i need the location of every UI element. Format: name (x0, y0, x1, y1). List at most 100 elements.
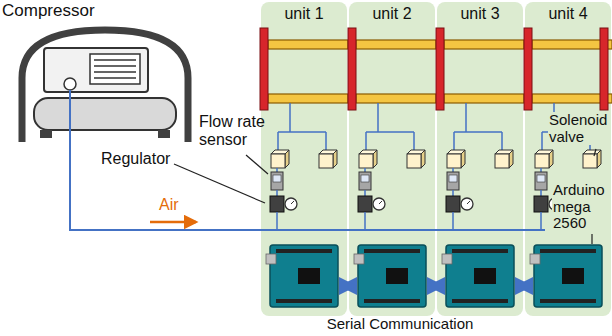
air-tube (540, 190, 542, 196)
solenoid-valve (535, 154, 549, 168)
regulator-body (358, 196, 372, 212)
leader-line (174, 164, 265, 203)
actuator-frame (524, 28, 532, 110)
actuator-tube (268, 94, 348, 103)
part-label: Flow rate sensor (198, 113, 274, 148)
actuator-frame (260, 28, 268, 110)
air-tube (452, 190, 454, 196)
part-label: Arduino mega 2560 (552, 182, 610, 232)
air-tube (276, 168, 278, 172)
arduino-header (452, 299, 508, 303)
solenoid-valve (373, 150, 377, 168)
arduino-chip (474, 268, 496, 284)
air-tube (452, 212, 454, 230)
unit-band (437, 2, 523, 316)
flow-sensor (359, 172, 371, 190)
node-heading: unit 4 (524, 5, 612, 23)
arduino-header (364, 299, 420, 303)
regulator-body (534, 196, 548, 212)
arduino-header (364, 249, 420, 253)
unit-band: unit 4 (524, 2, 612, 316)
usb-port (266, 254, 276, 264)
part-label: Air (158, 196, 192, 214)
arduino-header (276, 299, 332, 303)
unit-hardware (260, 28, 612, 307)
regulator-gauge (461, 198, 473, 210)
solenoid-valve (359, 154, 373, 168)
solenoid-valve (447, 154, 461, 168)
flow-sensor-face (273, 175, 281, 182)
arduino-header (276, 249, 332, 253)
flow-sensor-face (449, 175, 457, 182)
arduino-chip (562, 268, 584, 284)
arduino-header (540, 249, 596, 253)
solenoid-valve (461, 150, 465, 168)
air-tube (276, 212, 278, 230)
unit-bands (261, 2, 611, 316)
leader-line (591, 234, 592, 244)
unit-band (525, 2, 611, 316)
air-tube (278, 103, 326, 150)
actuator-tube (444, 94, 524, 103)
regulator-needle (379, 201, 382, 204)
node-heading: unit 2 (348, 5, 436, 23)
part-label: Solenoid valve (548, 112, 610, 145)
arduino-chip (298, 268, 320, 284)
arduino-board (446, 245, 514, 307)
unit-band (349, 2, 435, 316)
arduino-chip (386, 268, 408, 284)
actuator-tube (444, 40, 524, 49)
air-tube (454, 103, 502, 150)
flow-sensor-face (537, 175, 545, 182)
flow-sensor (271, 172, 283, 190)
solenoid-valve (509, 150, 513, 168)
serial-arrow (430, 285, 442, 288)
part-label: Serial Communication (290, 316, 510, 333)
arduino-board (358, 245, 426, 307)
air-tube (452, 168, 454, 172)
usb-port (354, 254, 364, 264)
compressor-symbol (22, 30, 188, 142)
actuator-tube (356, 40, 436, 49)
actuator-frame (348, 28, 356, 110)
actuator-frame (600, 28, 608, 110)
air-line (70, 90, 545, 230)
actuator-tube (356, 94, 436, 103)
air-tube (364, 212, 366, 230)
unit-band: unit 3 (436, 2, 524, 316)
compressor-node: Compressor (2, 2, 206, 152)
regulator-gauge (373, 198, 385, 210)
serial-arrow (342, 285, 354, 288)
solenoid-valve (333, 150, 337, 168)
solenoid-valve (583, 154, 597, 168)
node-heading: unit 1 (260, 5, 348, 23)
solenoid-valve (421, 150, 425, 168)
unit-band: unit 1 (260, 2, 348, 316)
air-arrow (150, 221, 196, 224)
node-heading: Compressor (2, 2, 206, 21)
air-tube (276, 190, 278, 196)
solenoid-valve (285, 150, 289, 168)
solenoid-valve (319, 154, 333, 168)
air-tube (540, 212, 542, 230)
leader-line (246, 155, 268, 174)
part-label: Regulator (100, 150, 180, 168)
regulator-needle (467, 201, 470, 204)
unit-band: unit 2 (348, 2, 436, 316)
flow-sensor (535, 172, 547, 190)
usb-port (442, 254, 452, 264)
arduino-board (270, 245, 338, 307)
solenoid-valve (407, 154, 421, 168)
solenoid-valve (549, 150, 553, 168)
solenoid-valve (495, 154, 509, 168)
arduino-board (534, 245, 602, 307)
actuator-tube (268, 40, 348, 49)
air-tube (364, 168, 366, 172)
regulator-body (446, 196, 460, 212)
flow-sensor-face (361, 175, 369, 182)
leader-line (594, 149, 596, 156)
node-heading: unit 3 (436, 5, 524, 23)
solenoid-valve (271, 154, 285, 168)
